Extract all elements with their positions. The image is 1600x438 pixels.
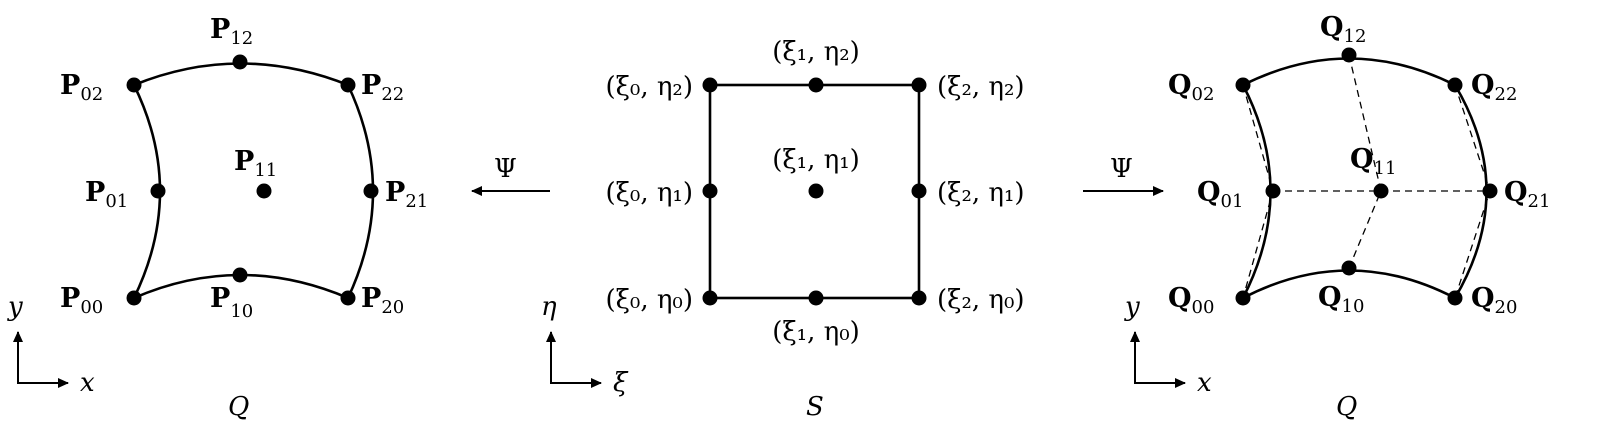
node-s02	[702, 77, 718, 93]
middle-axis-x-label: ξ	[613, 368, 629, 398]
label-p22: P22	[361, 70, 404, 105]
node-s12	[808, 77, 824, 93]
label-s10: (ξ₁, η₀)	[772, 317, 860, 347]
label-p21: P21	[385, 177, 428, 212]
node-s10	[808, 290, 824, 306]
arrow-right-label: Ψ	[1110, 154, 1133, 184]
label-s02: (ξ₀, η₂)	[605, 72, 693, 102]
node-q01	[1265, 183, 1281, 199]
middle-panel: (ξ₀, η₀) (ξ₁, η₀) (ξ₂, η₀) (ξ₀, η₁) (ξ₁,…	[541, 37, 1025, 422]
node-q20	[1447, 290, 1463, 306]
node-q10	[1341, 260, 1357, 276]
node-p10	[232, 267, 248, 283]
node-p20	[340, 290, 356, 306]
left-caption: Q	[228, 392, 249, 422]
label-q22: Q22	[1471, 70, 1517, 105]
node-p21	[363, 183, 379, 199]
label-q10: Q10	[1318, 282, 1364, 317]
middle-caption: S	[806, 392, 824, 422]
label-q01: Q01	[1197, 177, 1243, 212]
label-p20: P20	[361, 283, 404, 318]
label-s12: (ξ₁, η₂)	[772, 37, 860, 67]
node-s21	[911, 183, 927, 199]
label-q11: Q11	[1350, 144, 1396, 179]
node-p01	[150, 183, 166, 199]
left-axis-x-label: x	[80, 368, 95, 398]
label-p11: P11	[234, 146, 277, 181]
node-p22	[340, 77, 356, 93]
label-s20: (ξ₂, η₀)	[937, 285, 1025, 315]
label-p01: P01	[85, 177, 128, 212]
arrow-left-group: Ψ	[471, 154, 550, 196]
node-s20	[911, 290, 927, 306]
label-q00: Q00	[1168, 283, 1214, 318]
node-q02	[1235, 77, 1251, 93]
node-q11	[1373, 183, 1389, 199]
node-q21	[1482, 183, 1498, 199]
right-caption: Q	[1336, 392, 1357, 422]
label-q21: Q21	[1504, 177, 1550, 212]
right-axis-y-label: y	[1124, 292, 1140, 322]
label-q02: Q02	[1168, 70, 1214, 105]
label-p10: P10	[210, 283, 253, 322]
node-q12	[1341, 47, 1357, 63]
arrow-left-label: Ψ	[494, 154, 517, 184]
arrow-right-group: Ψ	[1083, 154, 1164, 196]
left-axis-y-label: y	[7, 292, 23, 322]
label-s01: (ξ₀, η₁)	[605, 178, 693, 208]
label-s22: (ξ₂, η₂)	[937, 72, 1025, 102]
right-dashed-vertical	[1348, 54, 1382, 269]
label-s21: (ξ₂, η₁)	[937, 178, 1025, 208]
label-s00: (ξ₀, η₀)	[605, 285, 693, 315]
node-s22	[911, 77, 927, 93]
right-axis-x-label: x	[1197, 368, 1212, 398]
left-panel: P00 P10 P20 P01 P11 P21 P02 P12 P22 y x …	[7, 14, 428, 422]
node-p12	[232, 54, 248, 70]
node-p11	[256, 183, 272, 199]
label-p12: P12	[210, 14, 253, 49]
node-p00	[126, 290, 142, 306]
label-q20: Q20	[1471, 283, 1517, 318]
middle-axis-y-label: η	[541, 292, 557, 322]
label-p00: P00	[60, 283, 103, 318]
label-s11: (ξ₁, η₁)	[772, 145, 860, 175]
node-s01	[702, 183, 718, 199]
node-s00	[702, 290, 718, 306]
right-panel: Q00 Q10 Q20 Q01 Q11 Q21 Q02 Q12 Q22 y x …	[1124, 12, 1550, 422]
node-s11	[808, 183, 824, 199]
node-p02	[126, 77, 142, 93]
label-p02: P02	[60, 70, 103, 105]
node-q22	[1447, 77, 1463, 93]
label-q12: Q12	[1320, 12, 1366, 47]
node-q00	[1235, 290, 1251, 306]
